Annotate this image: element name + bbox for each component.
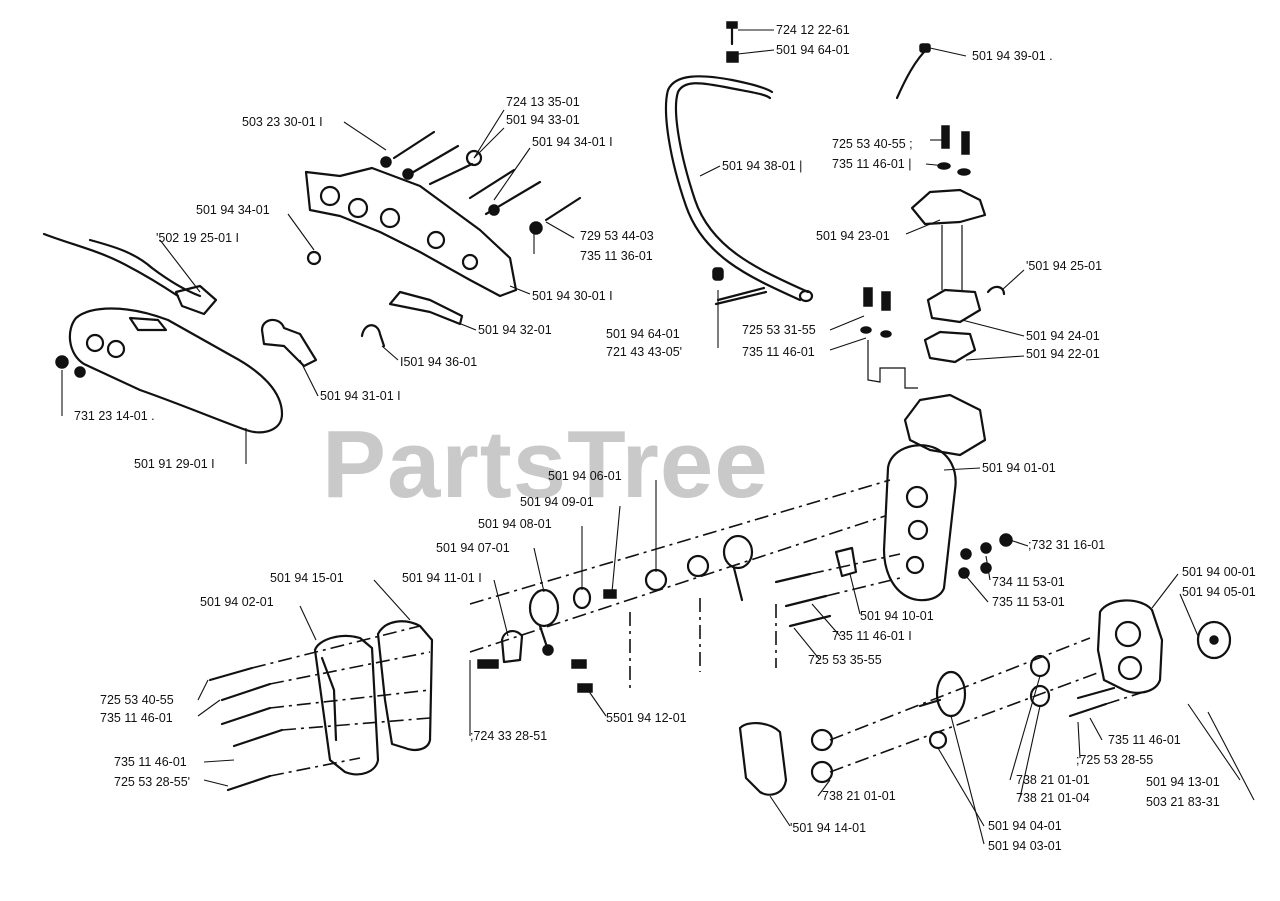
- part-label: 725 53 28-55': [114, 775, 190, 789]
- part-label: 721 43 43-05': [606, 345, 682, 359]
- part-label: I501 94 36-01: [400, 355, 477, 369]
- part-label: 725 53 40-55 ;: [832, 137, 913, 151]
- part-label: 501 94 00-01: [1182, 565, 1256, 579]
- part-label: 501 94 08-01: [478, 517, 552, 531]
- part-label: 501 94 15-01: [270, 571, 344, 585]
- part-label: 501 94 64-01: [606, 327, 680, 341]
- part-label: 735 11 46-01 I: [832, 629, 912, 643]
- part-label: 725 53 31-55: [742, 323, 816, 337]
- part-label: 503 23 30-01 I: [242, 115, 323, 129]
- part-label: 501 94 23-01: [816, 229, 890, 243]
- watermark: PartsTree: [322, 411, 769, 518]
- part-label: 501 94 06-01: [548, 469, 622, 483]
- part-label: 738 21 01-01: [822, 789, 896, 803]
- clamp-drawing: [910, 125, 1006, 364]
- part-drawings: [42, 21, 1232, 796]
- part-label: 501 94 05-01: [1182, 585, 1256, 599]
- handle-bar-drawing: [664, 75, 814, 303]
- part-label: 735 11 53-01: [992, 595, 1065, 609]
- part-label: '501 94 14-01: [790, 821, 866, 835]
- part-label: 501 94 02-01: [200, 595, 274, 609]
- part-label: 501 94 07-01: [436, 541, 510, 555]
- part-label: 501 94 13-01: [1146, 775, 1220, 789]
- part-label: ;724 33 28-51: [470, 729, 547, 743]
- part-label: 729 53 44-03: [580, 229, 654, 243]
- part-label: 725 53 35-55: [808, 653, 882, 667]
- part-label: 501 94 64-01: [776, 43, 850, 57]
- part-label: 724 13 35-01: [506, 95, 580, 109]
- part-label: 735 11 46-01: [742, 345, 815, 359]
- part-label: 735 11 36-01: [580, 249, 653, 263]
- part-label: ;732 31 16-01: [1028, 538, 1105, 552]
- part-label: 5501 94 12-01: [606, 711, 687, 725]
- part-label: '502 19 25-01 I: [156, 231, 239, 245]
- part-label: 501 94 03-01: [988, 839, 1062, 853]
- part-label: 501 94 24-01: [1026, 329, 1100, 343]
- part-label: 735 11 46-01: [114, 755, 187, 769]
- part-label: 501 91 29-01 I: [134, 457, 215, 471]
- part-label: 735 11 46-01: [100, 711, 173, 725]
- part-label: 725 53 40-55: [100, 693, 174, 707]
- part-label: 735 11 46-01 |: [832, 157, 911, 171]
- part-label: 731 23 14-01 .: [74, 409, 155, 423]
- part-label: 501 94 33-01: [506, 113, 580, 127]
- top-screw-drawing: [726, 21, 739, 63]
- part-label: 501 94 04-01: [988, 819, 1062, 833]
- leader-lines: [61, 29, 1255, 845]
- part-label: ;725 53 28-55: [1076, 753, 1153, 767]
- part-label: 501 94 09-01: [520, 495, 594, 509]
- part-label: '501 94 25-01: [1026, 259, 1102, 273]
- part-label: 501 94 31-01 I: [320, 389, 401, 403]
- part-label: 734 11 53-01: [992, 575, 1065, 589]
- part-label: 724 12 22-61: [776, 23, 850, 37]
- part-label: 735 11 46-01: [1108, 733, 1181, 747]
- part-label: 501 94 11-01 I: [402, 571, 482, 585]
- part-label: 501 94 01-01: [982, 461, 1056, 475]
- part-labels: 724 12 22-61 501 94 64-01 501 94 39-01 .…: [74, 23, 1256, 853]
- part-label: 503 21 83-31: [1146, 795, 1220, 809]
- left-bolts-drawing: [208, 625, 431, 792]
- part-label: 501 94 39-01 .: [972, 49, 1053, 63]
- part-label: 501 94 30-01 I: [532, 289, 613, 303]
- part-label: 501 94 34-01 I: [532, 135, 613, 149]
- part-label: 738 21 01-04: [1016, 791, 1090, 805]
- part-label: 501 94 38-01 |: [722, 159, 802, 173]
- part-label: 501 94 32-01: [478, 323, 552, 337]
- part-label: 501 94 10-01: [860, 609, 934, 623]
- part-label: 738 21 01-01: [1016, 773, 1090, 787]
- part-label: 501 94 34-01: [196, 203, 270, 217]
- part-label: 501 94 22-01: [1026, 347, 1100, 361]
